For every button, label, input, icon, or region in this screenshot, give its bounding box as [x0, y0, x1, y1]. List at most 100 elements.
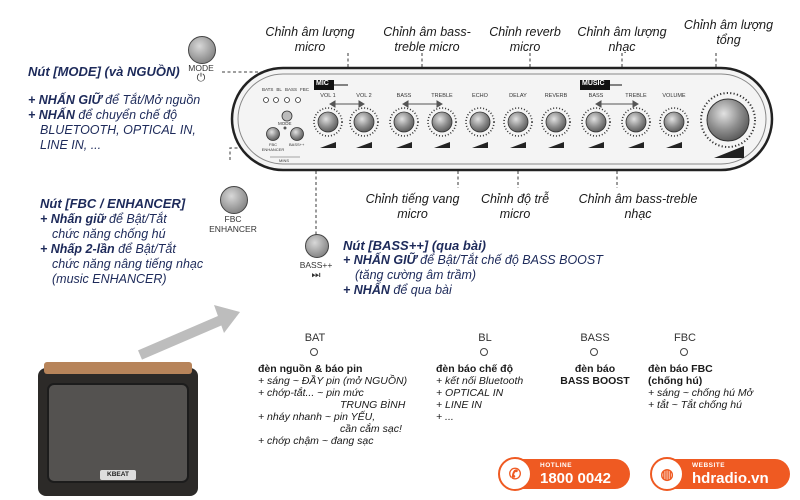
knob-bass[interactable]	[393, 111, 415, 133]
description-line: + Nhấn giữ để Bật/Tắt	[40, 212, 240, 227]
led-line: + sáng ~ ĐẦY pin (mở NGUỒN)	[258, 375, 408, 387]
description-text: (music ENHANCER)	[52, 272, 167, 286]
master-knob-ring	[700, 92, 756, 148]
led-label: BATS	[262, 87, 274, 92]
description-action: + Nhấn giữ	[40, 212, 106, 226]
knob-level-ramp	[356, 142, 372, 148]
mode-title: Nút [MODE] (và NGUỒN)	[28, 64, 180, 79]
led-label: BL	[276, 87, 282, 92]
phone-icon: ✆	[498, 457, 532, 491]
knob-ring	[349, 107, 379, 137]
knob-level-ramp	[628, 142, 644, 148]
callout-music-bass-treble: Chỉnh âm bass-treble nhạc	[578, 192, 698, 222]
led-line: + kết nối Bluetooth	[436, 375, 524, 387]
knob-vol-1[interactable]	[317, 111, 339, 133]
callout-master-volume: Chỉnh âm lượng tổng	[676, 18, 781, 48]
led-desc-bl: đèn báo chế độ + kết nối Bluetooth + OPT…	[436, 363, 556, 423]
knob-ring	[581, 107, 611, 137]
panel-outline	[230, 66, 774, 172]
fbc-button[interactable]	[220, 186, 248, 214]
callout-text: Chỉnh âm lượng nhạc	[577, 25, 667, 54]
knob-level-ramp	[396, 142, 412, 148]
master-volume-knob	[706, 98, 750, 142]
description-text: (tăng cường âm trầm)	[355, 268, 477, 282]
hotline-badge[interactable]: ✆ HOTLINE 1800 0042	[498, 457, 630, 491]
music-tag: MUSIC	[582, 80, 605, 87]
knob-ring	[621, 107, 651, 137]
description-text: để Bật/Tắt	[114, 242, 176, 256]
bass-button[interactable]	[305, 234, 329, 258]
panel-bass-button	[290, 127, 304, 141]
led-body: + sáng ~ chống hú Mở + tắt ~ Tắt chống h…	[648, 387, 788, 411]
led-indicator-bass	[590, 348, 598, 356]
panel-mode-button	[281, 110, 293, 122]
mode-button[interactable]	[188, 36, 216, 64]
knob-level-ramp	[548, 142, 564, 148]
knob-level-ramp	[434, 142, 450, 148]
led-title: đèn báo FBC	[648, 363, 713, 375]
led-body: + sáng ~ ĐẦY pin (mở NGUỒN) + chớp-tắt..…	[258, 375, 438, 447]
website-caption: WEBSITE	[692, 462, 726, 469]
mic-tag-box	[314, 80, 334, 90]
knob-ring	[313, 107, 343, 137]
callout-text: Chỉnh độ trễ micro	[480, 192, 550, 221]
fbc-button-label: FBC ENHANCER	[205, 214, 261, 234]
master-volume-ramp	[714, 146, 744, 158]
led-line: + tắt ~ Tắt chống hú	[648, 399, 742, 411]
led-line: + sáng ~ chống hú Mở	[648, 387, 753, 399]
knob-label: VOL 2	[356, 93, 372, 99]
callout-text: Chỉnh âm lượng tổng	[683, 18, 774, 47]
speaker-brand-badge: KBEAT	[100, 470, 136, 480]
led-line: TRUNG BÌNH	[340, 399, 406, 411]
description-action: + NHẤN GIỮ	[28, 93, 102, 107]
led-label: BASS	[284, 87, 297, 92]
knob-vol-2[interactable]	[353, 111, 375, 133]
led-line: + chớp chậm ~ đang sạc	[258, 435, 374, 447]
knob-level-ramp	[588, 142, 604, 148]
led-title: đèn báo	[574, 363, 616, 375]
led-desc-fbc: đèn báo FBC (chống hú) + sáng ~ chống hú…	[648, 363, 788, 411]
mic-tag: MIC	[316, 80, 329, 87]
website-badge[interactable]: ◍ WEBSITE hdradio.vn	[650, 457, 790, 491]
knob-ring	[541, 107, 571, 137]
description-text: để chuyển chế độ	[74, 108, 178, 122]
led-desc-bass: đèn báo BASS BOOST	[552, 363, 638, 387]
description-line: + NHẤN GIỮ để Tắt/Mở nguồn	[28, 93, 228, 108]
description-text: chức năng chống hú	[52, 227, 166, 241]
description-text: để Tắt/Mở nguồn	[101, 93, 201, 107]
knob-label: ECHO	[472, 93, 488, 99]
description-line: + NHẤN để qua bài	[343, 283, 683, 298]
knob-volume[interactable]	[663, 111, 685, 133]
led-line: + nháy nhanh ~ pin YẾU,	[258, 411, 376, 423]
bass-button-label: BASS++ ⏭	[295, 260, 337, 281]
knob-bass[interactable]	[585, 111, 607, 133]
description-text: để Bật/Tắt	[105, 212, 167, 226]
description-action: + NHẤN	[343, 283, 390, 297]
knob-label: VOL 1	[320, 93, 336, 99]
knob-level-ramp	[666, 142, 682, 148]
knob-treble[interactable]	[431, 111, 453, 133]
callout-mic-delay: Chỉnh độ trễ micro	[470, 192, 560, 222]
pointer-arrow-shaft	[138, 313, 228, 360]
knob-delay[interactable]	[507, 111, 529, 133]
knob-treble[interactable]	[625, 111, 647, 133]
description-action: + NHẤN	[28, 108, 75, 122]
hotline-number: 1800 0042	[540, 470, 611, 487]
power-icon: ⏻	[196, 72, 206, 84]
fbc-title: Nút [FBC / ENHANCER]	[40, 196, 186, 211]
led-line: cần cắm sạc!	[340, 423, 402, 435]
knob-label: BASS	[588, 93, 604, 99]
led-body: + kết nối Bluetooth + OPTICAL IN + LINE …	[436, 375, 556, 423]
knob-ring	[659, 107, 689, 137]
knob-ring	[465, 107, 495, 137]
knob-echo[interactable]	[469, 111, 491, 133]
knob-label: BASS	[396, 93, 412, 99]
led-indicator-bat	[310, 348, 318, 356]
knob-reverb[interactable]	[545, 111, 567, 133]
led-line: + chớp-tắt... ~ pin mức	[258, 387, 364, 399]
pointer-arrow-head	[214, 305, 240, 333]
description-line: (tăng cường âm trầm)	[343, 268, 683, 283]
speaker-grille	[47, 383, 189, 483]
globe-icon: ◍	[650, 457, 684, 491]
